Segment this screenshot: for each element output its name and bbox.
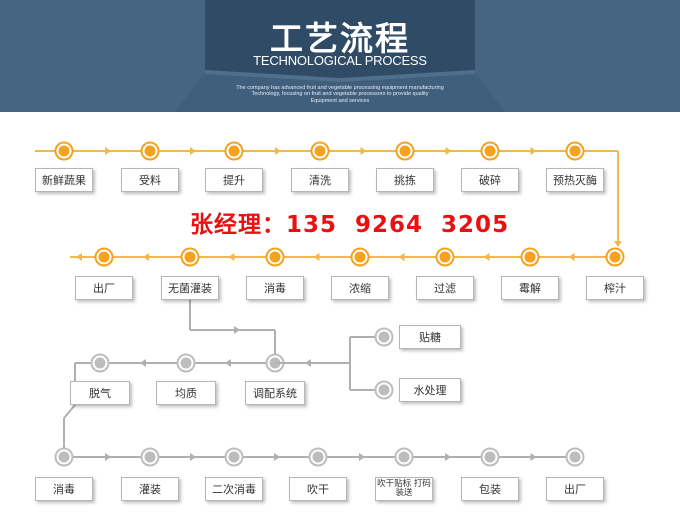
step-node-icon [605, 247, 625, 267]
arrow-head-icon [530, 453, 537, 461]
arrow-head-icon [225, 359, 231, 367]
step-node-icon [565, 141, 585, 161]
process-step-box: 均质 [156, 381, 216, 405]
arrow-head-icon [228, 253, 235, 261]
step-node-icon [310, 141, 330, 161]
process-step-box: 清洗 [291, 168, 349, 192]
process-step-box: 预热灭酶 [546, 168, 604, 192]
step-node-icon [520, 247, 540, 267]
arrow-head-icon [483, 253, 490, 261]
step-node-icon [140, 141, 160, 161]
step-node-icon [480, 447, 500, 467]
step-node-icon [374, 380, 394, 400]
arrow-head-icon [143, 253, 149, 261]
step-node-icon [565, 447, 585, 467]
arrow-head-icon [360, 147, 367, 155]
process-step-box: 消毒 [35, 477, 93, 501]
description-line: The company has advanced fruit and veget… [236, 85, 444, 91]
arrow-head-icon [359, 453, 365, 461]
contact-phone: 张经理：135 9264 3205 [190, 212, 510, 238]
process-step-box: 贴糖 [399, 325, 461, 349]
arrow-head-icon [140, 359, 146, 367]
process-step-box: 破碎 [461, 168, 519, 192]
process-step-box: 水处理 [399, 378, 461, 402]
process-step-box: 包装 [461, 477, 519, 501]
step-node-icon [176, 353, 196, 373]
step-node-icon [374, 327, 394, 347]
header-banner: 工艺流程 TECHNOLOGICAL PROCESS The company h… [0, 0, 680, 112]
step-node-icon [480, 141, 500, 161]
step-node-icon [94, 247, 114, 267]
arrow-head-icon [445, 453, 451, 461]
process-step-box: 提升 [205, 168, 263, 192]
arrow-head-icon [274, 453, 280, 461]
process-step-box: 挑拣 [376, 168, 434, 192]
process-step-box: 过滤 [416, 276, 474, 300]
step-node-icon [54, 447, 74, 467]
arrow-head-icon [234, 326, 240, 334]
step-node-icon [308, 447, 328, 467]
process-step-box: 浓缩 [331, 276, 389, 300]
step-node-icon [224, 141, 244, 161]
process-step-box: 脱气 [70, 381, 130, 405]
process-step-box: 消毒 [246, 276, 304, 300]
process-step-box: 吹干 [289, 477, 347, 501]
page-title: 工艺流程 [270, 19, 410, 58]
arrow-head-icon [313, 253, 320, 261]
step-node-icon [90, 353, 110, 373]
step-node-icon [395, 141, 415, 161]
step-node-icon [140, 447, 160, 467]
arrow-head-icon [305, 359, 311, 367]
description-line: Technology, focusing on fruit and vegeta… [251, 91, 429, 98]
arrow-head-icon [614, 241, 622, 247]
arrow-head-icon [568, 253, 575, 261]
step-node-icon [224, 447, 244, 467]
step-node-icon [265, 247, 285, 267]
arrow-head-icon [445, 147, 452, 155]
step-node-icon [394, 447, 414, 467]
step-node-icon [180, 247, 200, 267]
arrow-head-icon [105, 147, 111, 155]
process-step-box: 霉解 [501, 276, 559, 300]
arrow-head-icon [105, 453, 111, 461]
arrow-head-icon [398, 253, 405, 261]
arrow-head-icon [190, 453, 196, 461]
arrow-head-icon [275, 147, 281, 155]
header-background [0, 0, 680, 112]
arrow-head-icon [190, 147, 196, 155]
process-step-box: 吹干贴标 打码装送 [375, 477, 433, 501]
connector-line [63, 404, 76, 419]
step-node-icon [435, 247, 455, 267]
arrow-head-icon [530, 147, 537, 155]
process-step-box: 出厂 [546, 477, 604, 501]
process-step-box: 二次消毒 [205, 477, 263, 501]
process-step-box: 榨汁 [586, 276, 644, 300]
company-description: The company has advanced fruit and veget… [0, 85, 680, 104]
process-step-box: 灌装 [121, 477, 179, 501]
page-subtitle: TECHNOLOGICAL PROCESS [253, 53, 427, 68]
process-step-box: 新鲜蔬果 [35, 168, 93, 192]
process-step-box: 调配系统 [245, 381, 305, 405]
process-step-box: 无菌灌装 [161, 276, 219, 300]
arrow-head-icon [76, 253, 82, 261]
step-node-icon [350, 247, 370, 267]
step-node-icon [54, 141, 74, 161]
process-step-box: 出厂 [75, 276, 133, 300]
process-step-box: 受料 [121, 168, 179, 192]
description-line: Equipment and services [310, 97, 370, 104]
